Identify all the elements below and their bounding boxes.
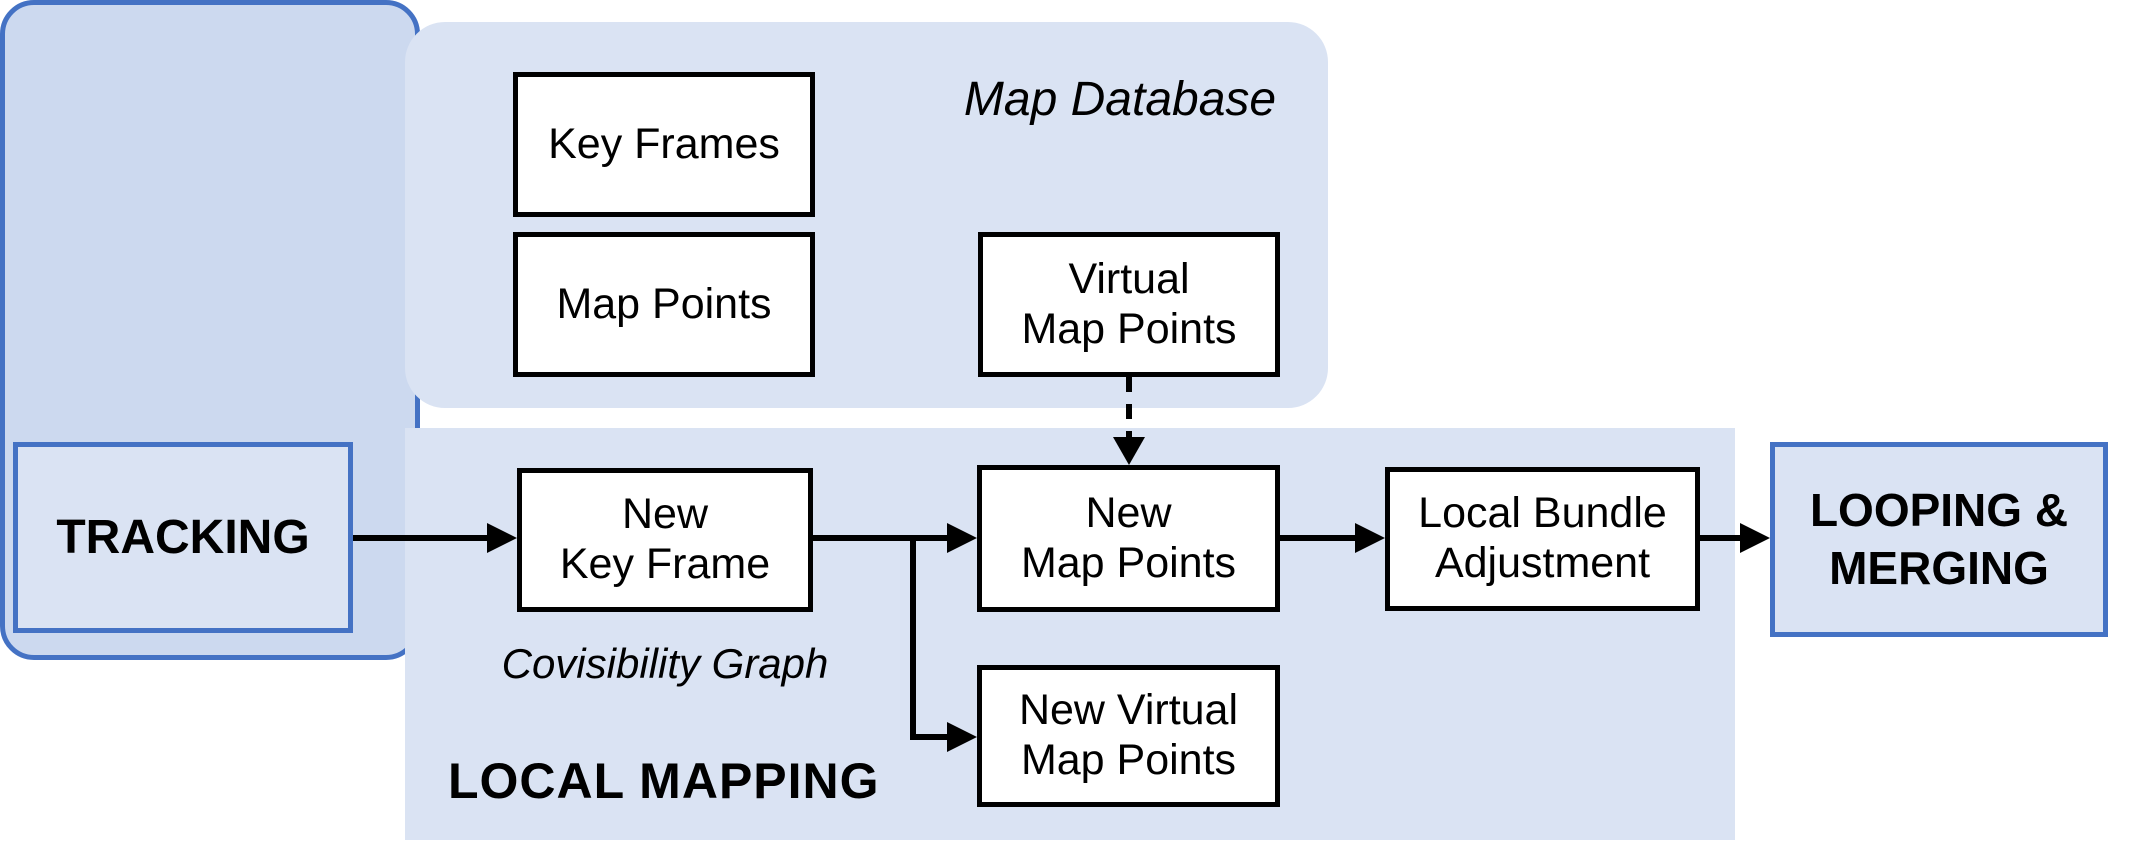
key-frames-label: Key Frames xyxy=(548,119,780,168)
local-mapping-label: LOCAL MAPPING xyxy=(448,753,880,809)
local-bundle-adjustment-node: Local Bundle Adjustment xyxy=(1385,467,1700,611)
new-virtual-map-points-label-line2: Map Points xyxy=(1020,736,1237,784)
arrow-local-bundle-to-looping-line xyxy=(1700,535,1743,541)
local-bundle-adjustment-label-line2: Adjustment xyxy=(1434,539,1651,587)
new-map-points-node: New Map Points xyxy=(977,465,1280,612)
new-virtual-map-points-node: New Virtual Map Points xyxy=(977,665,1280,807)
dashed-arrow-virtual-to-new-map-points-head xyxy=(1113,437,1145,465)
virtual-map-points-node: Virtual Map Points xyxy=(978,232,1280,377)
looping-merging-module-node: LOOPING & MERGING xyxy=(1770,442,2108,637)
arrow-new-map-points-to-local-bundle-head xyxy=(1355,523,1385,553)
covisibility-graph-label: Covisibility Graph xyxy=(501,640,829,687)
looping-merging-label-line1: LOOPING & xyxy=(1809,484,2069,536)
new-key-frame-node: New Key Frame xyxy=(517,468,813,612)
new-virtual-map-points-label-line1: New Virtual xyxy=(1018,686,1239,735)
arrow-tracking-to-new-key-frame-line xyxy=(353,535,490,541)
map-points-node: Map Points xyxy=(513,232,815,377)
new-key-frame-label-line1: New xyxy=(621,490,709,539)
arrow-new-key-frame-to-new-map-points-head xyxy=(947,523,977,553)
local-bundle-adjustment-label-line1: Local Bundle xyxy=(1418,489,1667,538)
virtual-map-points-label-line1: Virtual xyxy=(1068,254,1190,303)
new-key-frame-label-line2: Key Frame xyxy=(559,540,771,588)
arrow-tracking-to-new-key-frame-head xyxy=(487,523,517,553)
arrow-new-map-points-to-local-bundle-line xyxy=(1280,535,1358,541)
arrow-branch-to-new-virtual-map-points-vline xyxy=(910,535,916,740)
new-map-points-label-line1: New xyxy=(1085,488,1172,537)
arrow-local-bundle-to-looping-head xyxy=(1740,523,1770,553)
looping-merging-label-line2: MERGING xyxy=(1829,541,2049,594)
arrow-branch-to-new-virtual-map-points-hline xyxy=(910,734,950,740)
key-frames-node: Key Frames xyxy=(513,72,815,217)
map-points-label: Map Points xyxy=(556,279,772,328)
arrow-new-key-frame-to-new-map-points-line xyxy=(813,535,950,541)
virtual-map-points-label-line2: Map Points xyxy=(1021,304,1237,353)
map-database-label: Map Database xyxy=(963,73,1277,126)
arrow-branch-to-new-virtual-map-points-head xyxy=(947,722,977,752)
tracking-module-node: TRACKING xyxy=(13,442,353,633)
dashed-arrow-virtual-to-new-map-points-line xyxy=(1126,377,1132,439)
tracking-label: TRACKING xyxy=(56,510,310,564)
new-map-points-label-line2: Map Points xyxy=(1020,538,1237,587)
